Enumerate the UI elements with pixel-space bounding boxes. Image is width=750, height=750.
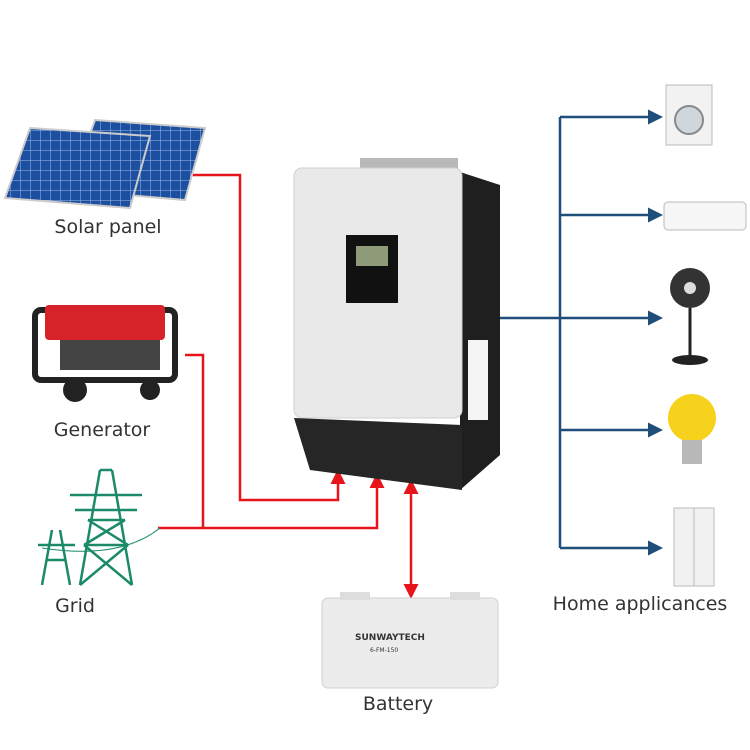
output-lines xyxy=(500,109,663,556)
battery-brand: SUNWAYTECH xyxy=(355,633,425,643)
refrigerator-icon xyxy=(673,507,715,587)
home-appliances-label: Home applicances xyxy=(552,593,728,615)
solar-panel-icon xyxy=(3,118,207,210)
grid-line xyxy=(158,473,385,530)
generator-line xyxy=(185,353,205,528)
battery-icon: SUNWAYTECH 6-FM-150 xyxy=(321,592,499,689)
battery-label: Battery xyxy=(362,693,434,715)
light-bulb-icon xyxy=(668,394,716,464)
battery-model: 6-FM-150 xyxy=(370,647,398,654)
generator-label: Generator xyxy=(53,419,151,441)
fan-icon xyxy=(670,268,710,365)
grid-tower-icon xyxy=(38,468,161,586)
washing-machine-icon xyxy=(665,84,713,146)
inverter-icon xyxy=(293,158,500,490)
solar-panel-label: Solar panel xyxy=(54,216,162,238)
grid-label: Grid xyxy=(55,595,95,617)
generator-icon xyxy=(32,305,178,402)
solar-line xyxy=(190,173,346,502)
air-conditioner-icon xyxy=(663,201,747,231)
input-lines xyxy=(158,173,419,599)
